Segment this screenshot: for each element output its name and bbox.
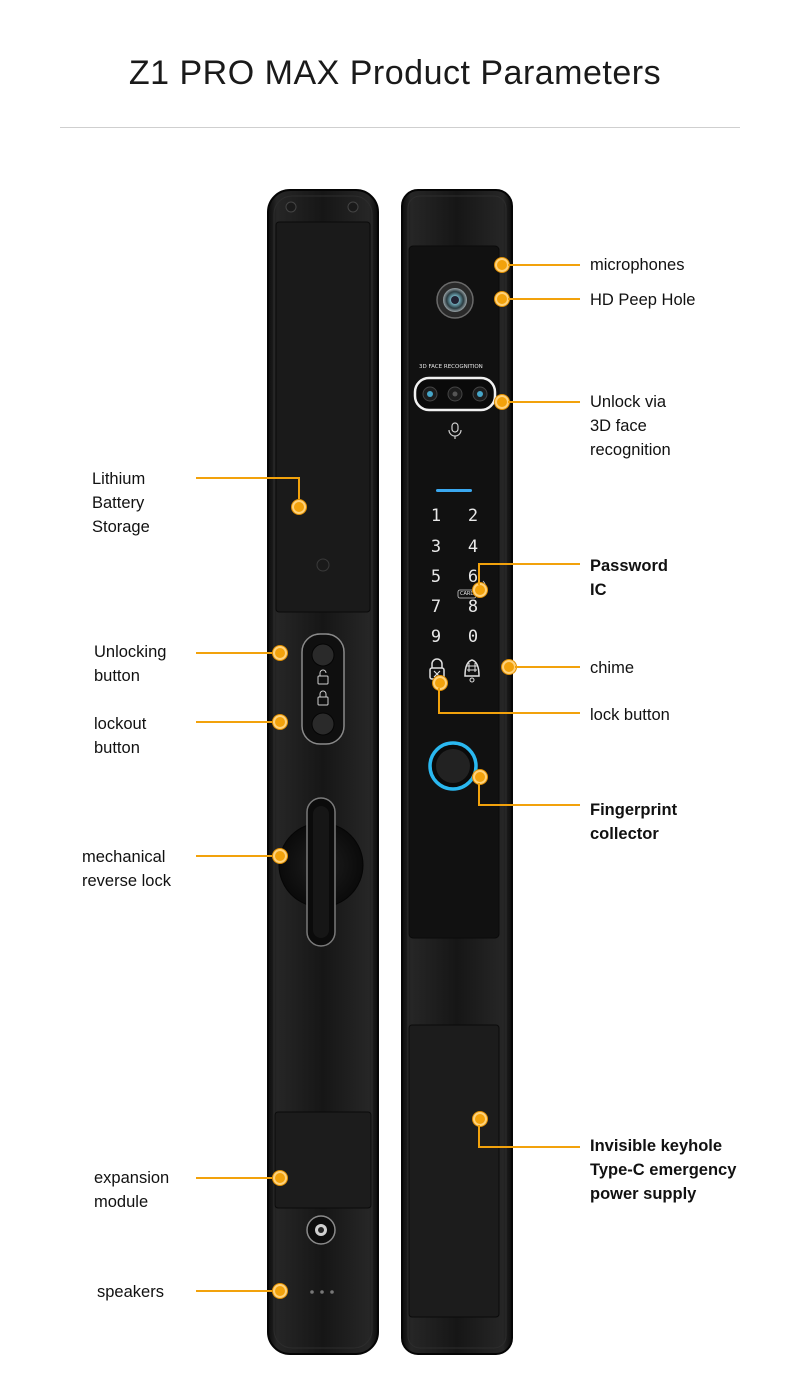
chime-leader bbox=[515, 666, 580, 668]
keypad-key-3[interactable]: 3 bbox=[430, 537, 442, 557]
keypad-key-2[interactable]: 2 bbox=[467, 506, 479, 526]
password-ic-leader bbox=[478, 563, 580, 565]
password-ic-marker bbox=[473, 583, 487, 597]
unlocking-button-leader bbox=[196, 652, 272, 654]
face-recognition-marker bbox=[495, 395, 509, 409]
keypad-key-9[interactable]: 9 bbox=[430, 627, 442, 647]
keypad-key-5[interactable]: 5 bbox=[430, 567, 442, 587]
expansion-module-label: expansion module bbox=[94, 1169, 170, 1211]
keypad-key-1[interactable]: 1 bbox=[430, 506, 442, 526]
fingerprint-leader-vertical bbox=[478, 783, 480, 805]
face-recognition-label: Unlock via 3D face recognition bbox=[590, 393, 671, 459]
fingerprint-leader bbox=[478, 804, 580, 806]
fingerprint-marker bbox=[473, 770, 487, 784]
expansion-module-leader bbox=[196, 1177, 272, 1179]
mechanical-lock-marker bbox=[273, 849, 287, 863]
unlocking-button-label: Unlocking button bbox=[94, 643, 167, 685]
chime-marker bbox=[502, 660, 516, 674]
keyhole-label: Invisible keyhole Type-C emergency power… bbox=[590, 1137, 737, 1203]
keypad-key-7[interactable]: 7 bbox=[430, 597, 442, 617]
unlocking-button-marker bbox=[273, 646, 287, 660]
peep-hole-label: HD Peep Hole bbox=[590, 291, 696, 309]
title-divider bbox=[60, 127, 740, 128]
front-panel bbox=[401, 189, 513, 1355]
face-recognition-caption: 3D FACE RECOGNITION bbox=[419, 364, 483, 370]
fingerprint-label: Fingerprint collector bbox=[590, 801, 678, 843]
lithium-battery-leader-vertical bbox=[298, 477, 300, 499]
password-ic-label: Password IC bbox=[590, 557, 668, 599]
lock-button-label: lock button bbox=[590, 706, 670, 724]
keypad-key-6[interactable]: 6 bbox=[467, 567, 479, 587]
expansion-module-marker bbox=[273, 1171, 287, 1185]
keyhole-leader bbox=[478, 1146, 580, 1148]
speakers-marker bbox=[273, 1284, 287, 1298]
lithium-battery-marker bbox=[292, 500, 306, 514]
keyhole-marker bbox=[473, 1112, 487, 1126]
mechanical-lock-leader bbox=[196, 855, 272, 857]
face-recognition-leader bbox=[508, 401, 580, 403]
chime-label: chime bbox=[590, 659, 635, 677]
speakers-label: speakers bbox=[97, 1283, 164, 1301]
keypad-key-8[interactable]: 8 bbox=[467, 597, 479, 617]
lock-button-leader bbox=[438, 712, 580, 714]
peep-hole-marker bbox=[495, 292, 509, 306]
lockout-button-leader bbox=[196, 721, 272, 723]
lithium-battery-leader bbox=[196, 477, 300, 479]
lock-button-leader-vertical bbox=[438, 688, 440, 713]
microphones-label: microphones bbox=[590, 256, 685, 274]
lithium-battery-label: Lithium Battery Storage bbox=[92, 470, 150, 536]
password-ic-leader-vertical bbox=[478, 563, 480, 585]
peep-hole-leader bbox=[508, 298, 580, 300]
back-panel bbox=[267, 189, 379, 1355]
keypad-key-0[interactable]: 0 bbox=[467, 627, 479, 647]
page-title: Z1 PRO MAX Product Parameters bbox=[128, 54, 662, 92]
keyhole-leader-vertical bbox=[478, 1125, 480, 1147]
lockout-button-label: lockout button bbox=[94, 715, 147, 757]
lock-button-marker bbox=[433, 676, 447, 690]
lockout-button-marker bbox=[273, 715, 287, 729]
speakers-leader bbox=[196, 1290, 272, 1292]
keypad-key-4[interactable]: 4 bbox=[467, 537, 479, 557]
microphones-leader bbox=[508, 264, 580, 266]
card-mark-label: CARD bbox=[460, 591, 475, 597]
microphones-marker bbox=[495, 258, 509, 272]
mechanical-lock-label: mechanical reverse lock bbox=[82, 848, 171, 890]
